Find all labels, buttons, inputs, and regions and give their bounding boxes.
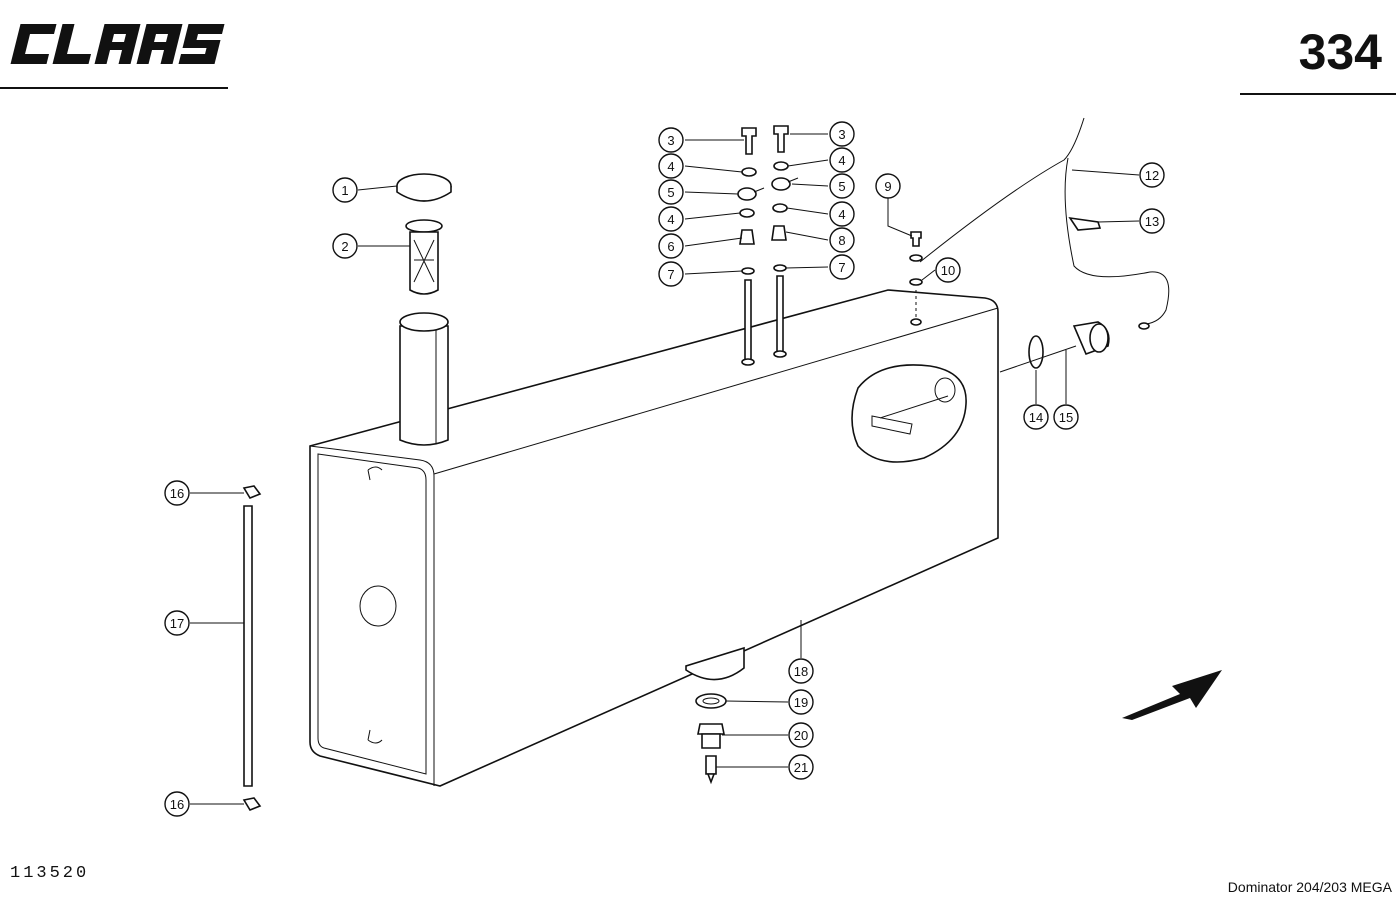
- filler-neck: [399, 312, 449, 446]
- callout-1: 1: [332, 177, 358, 203]
- svg-text:15: 15: [1059, 410, 1073, 425]
- filler-cap: [396, 173, 452, 202]
- svg-text:17: 17: [170, 616, 184, 631]
- callout-4-right-lower: 4: [829, 201, 855, 227]
- callout-5-right: 5: [829, 173, 855, 199]
- claas-logo-wordmark: [10, 24, 225, 64]
- callout-8: 8: [829, 227, 855, 253]
- callout-7-right: 7: [829, 254, 855, 280]
- page-number: 334: [1298, 24, 1382, 80]
- svg-text:3: 3: [838, 127, 845, 142]
- svg-text:10: 10: [941, 263, 955, 278]
- wire-clip: [1068, 216, 1102, 231]
- callout-18: 18: [788, 658, 814, 684]
- callout-3-left: 3: [658, 127, 684, 153]
- callout-2: 2: [332, 233, 358, 259]
- callout-15: 15: [1053, 404, 1079, 430]
- callout-21: 21: [788, 754, 814, 780]
- claas-logo: [8, 18, 233, 70]
- drain-plug-assembly: [695, 693, 727, 785]
- callout-19: 19: [788, 689, 814, 715]
- model-name: Dominator 204/203 MEGA: [1227, 879, 1392, 895]
- callout-7-left: 7: [658, 261, 684, 287]
- svg-text:4: 4: [667, 159, 674, 174]
- callout-16-bottom: 16: [164, 791, 190, 817]
- callout-4-left-upper: 4: [658, 153, 684, 179]
- fuel-level-sender: [999, 321, 1110, 373]
- callout-16-top: 16: [164, 480, 190, 506]
- svg-text:19: 19: [794, 695, 808, 710]
- svg-text:4: 4: [838, 207, 845, 222]
- header-rule-left: [0, 87, 228, 89]
- direction-arrow: [1122, 670, 1222, 720]
- callout-13: 13: [1139, 208, 1165, 234]
- svg-text:5: 5: [838, 179, 845, 194]
- header-rule-right: [1240, 93, 1396, 95]
- drawing-number: 113520: [10, 864, 90, 883]
- svg-text:7: 7: [838, 260, 845, 275]
- svg-text:16: 16: [170, 486, 184, 501]
- svg-text:20: 20: [794, 728, 808, 743]
- svg-text:21: 21: [794, 760, 808, 775]
- callout-4-left-lower: 4: [658, 206, 684, 232]
- svg-text:9: 9: [884, 179, 891, 194]
- svg-text:16: 16: [170, 797, 184, 812]
- sender-screw: [909, 231, 923, 326]
- callout-9: 9: [875, 173, 901, 199]
- sight-tube: [242, 485, 262, 811]
- svg-text:18: 18: [794, 664, 808, 679]
- svg-text:6: 6: [667, 239, 674, 254]
- callout-6: 6: [658, 233, 684, 259]
- svg-text:8: 8: [838, 233, 845, 248]
- fuel-tank: [309, 289, 999, 787]
- callout-14: 14: [1023, 404, 1049, 430]
- svg-text:5: 5: [667, 185, 674, 200]
- sender-wire: [919, 117, 1170, 330]
- svg-text:14: 14: [1029, 410, 1043, 425]
- callout-20: 20: [788, 722, 814, 748]
- svg-text:12: 12: [1145, 168, 1159, 183]
- svg-text:4: 4: [667, 212, 674, 227]
- leader-lines: [190, 133, 1140, 805]
- svg-text:2: 2: [341, 239, 348, 254]
- svg-text:4: 4: [838, 153, 845, 168]
- callout-3-right: 3: [829, 121, 855, 147]
- callout-4-right-upper: 4: [829, 147, 855, 173]
- callout-10: 10: [935, 257, 961, 283]
- callout-17: 17: [164, 610, 190, 636]
- svg-text:3: 3: [667, 133, 674, 148]
- svg-text:13: 13: [1145, 214, 1159, 229]
- filler-strainer: [405, 219, 443, 295]
- svg-text:1: 1: [341, 183, 348, 198]
- svg-text:7: 7: [667, 267, 674, 282]
- callout-12: 12: [1139, 162, 1165, 188]
- callout-5-left: 5: [658, 179, 684, 205]
